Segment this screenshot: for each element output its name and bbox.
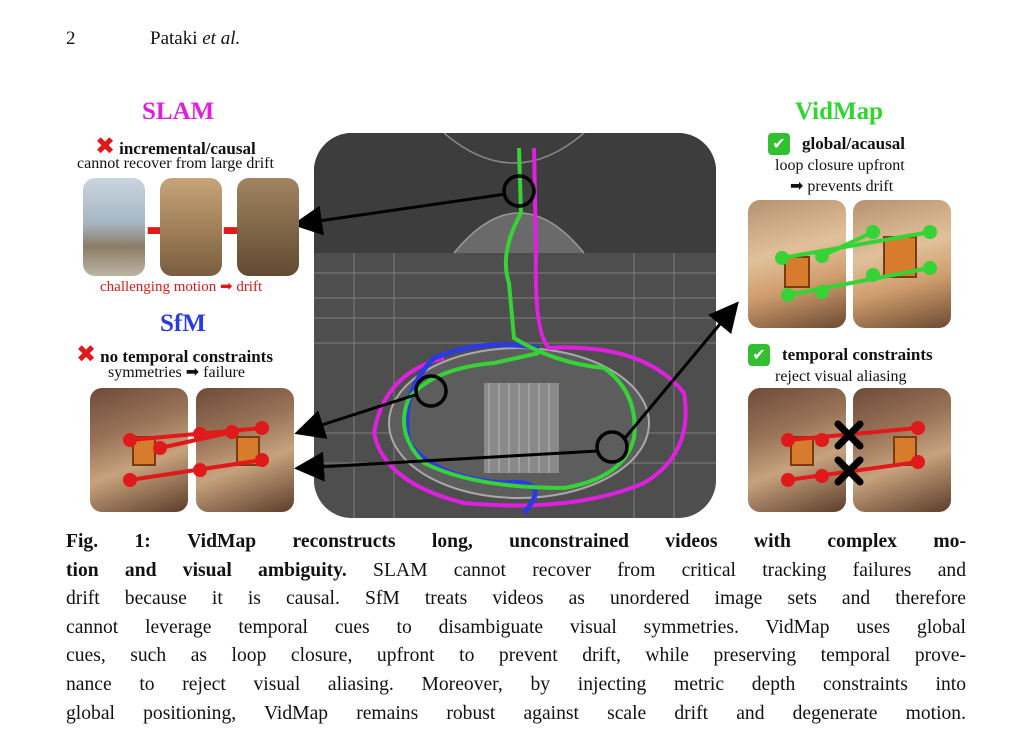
sfm-frame-2 [196, 388, 294, 512]
vidmap-frame-1 [748, 200, 846, 328]
vidmap-point2: temporal constraints [782, 345, 933, 364]
slam-point-row: ✖ incremental/causal [95, 132, 256, 160]
sfm-desc-left: symmetries [108, 364, 182, 381]
caption-line-5: cues, such as loop closure, upfront to p… [66, 645, 966, 667]
arrows-overlay [292, 192, 739, 482]
sfm-point-row: ✖ no temporal constraints [76, 340, 273, 368]
check-icon: ✔ [748, 344, 770, 366]
slam-bottom-label: challenging motion ➡ drift [100, 277, 262, 296]
slam-frame-2 [160, 178, 222, 276]
caption-line-2: tion and visual ambiguity. SLAM cannot r… [66, 557, 966, 586]
sfm-title: SfM [160, 310, 206, 337]
black-arrow-icon: ➡ [790, 176, 804, 195]
slam-point: incremental/causal [119, 139, 256, 158]
caption-line-1: Fig. 1: VidMap reconstructs long, uncons… [66, 528, 966, 557]
figure: SLAM ✖ incremental/causal cannot recover… [76, 98, 951, 518]
author-line: Pataki et al. [150, 28, 240, 50]
vidmap-desc2: reject visual aliasing [775, 368, 907, 385]
sfm-point: no temporal constraints [100, 347, 273, 366]
red-arrow-icon: ➡ [219, 277, 233, 295]
vidmap-point1: global/acausal [802, 134, 905, 153]
slam-frame-3 [237, 178, 299, 276]
vidmap-desc1a: loop closure upfront [775, 157, 905, 174]
vidmap-rejected-matches [781, 420, 925, 487]
slam-bottom-left: challenging motion [100, 279, 217, 295]
caption-line-7: global positioning, VidMap remains robus… [66, 702, 966, 724]
check-icon: ✔ [768, 133, 790, 155]
vidmap-point1-row: ✔ global/acausal [768, 133, 905, 155]
caption-bold-2: tion and visual ambiguity. [66, 559, 347, 581]
vidmap-desc1b-row: ➡ prevents drift [790, 176, 893, 196]
sfm-matches [123, 421, 269, 487]
caption-label: Fig. 1: [66, 531, 151, 552]
vidmap-matches [775, 225, 937, 302]
cross-icon [834, 420, 864, 486]
arrow-vidmap [623, 301, 739, 439]
arrow-sfm-2 [294, 449, 599, 482]
page-number: 2 [66, 28, 76, 49]
vidmap-point2-row: ✔ temporal constraints [748, 344, 933, 366]
caption-bold-1: VidMap reconstructs long, unconstrained … [187, 531, 967, 552]
sfm-desc-right: failure [203, 364, 245, 381]
caption-line-6: nance to reject visual aliasing. Moreove… [66, 673, 966, 695]
slam-desc: cannot recover from large drift [77, 155, 274, 172]
sfm-desc: symmetries ➡ failure [108, 362, 245, 382]
arrow-slam [292, 192, 507, 236]
author-name: Pataki [150, 28, 198, 49]
vidmap-frame-4 [853, 388, 951, 512]
caption-line-4: cannot leverage temporal cues to disambi… [66, 616, 966, 638]
figure-caption: Fig. 1: VidMap reconstructs long, uncons… [66, 528, 966, 728]
slam-title: SLAM [142, 98, 215, 125]
vidmap-title: VidMap [795, 98, 883, 125]
black-arrow-icon: ➡ [185, 362, 200, 381]
vidmap-desc1b: prevents drift [807, 178, 894, 195]
caption-line-3: drift because it is causal. SfM treats v… [66, 588, 966, 610]
slam-bottom-right: drift [236, 279, 263, 295]
caption-text-2: SLAM cannot recover from critical tracki… [373, 559, 966, 581]
author-suffix: et al. [202, 28, 241, 49]
slam-frame-1 [83, 178, 145, 276]
arrow-sfm [294, 392, 419, 439]
x-mark-icon: ✖ [76, 340, 97, 368]
x-mark-icon: ✖ [95, 132, 116, 160]
